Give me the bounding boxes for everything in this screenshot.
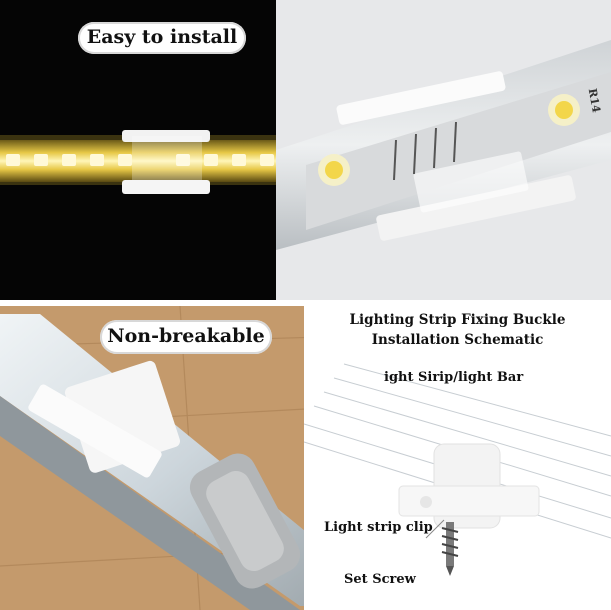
schematic-title-line1: Lighting Strip Fixing Buckle [349,312,566,328]
panel-closeup: R14 [276,0,611,300]
led-strip-photo [0,130,300,194]
caption-badge: Easy to install [78,22,246,54]
light-bar-photo [0,306,360,610]
schematic-drawing [304,363,611,576]
strip-closeup-photo [276,0,611,300]
label-light-bar: ight Sirip/light Bar [384,370,524,385]
label-light-strip-clip: Light strip clip [324,520,433,535]
schematic-title-line2: Installation Schematic [371,332,544,348]
screw [441,522,459,576]
panel-non-breakable: Non-breakable [0,306,360,610]
label-set-screw: Set Screw [344,572,416,587]
caption-easy-install: Easy to install [86,26,238,48]
caption-badge: Non-breakable [100,320,272,354]
panel-schematic: Lighting Strip Fixing Buckle Installatio… [304,306,611,610]
caption-non-breakable: Non-breakable [107,325,265,347]
panel-easy-install: Easy to install [0,0,300,300]
